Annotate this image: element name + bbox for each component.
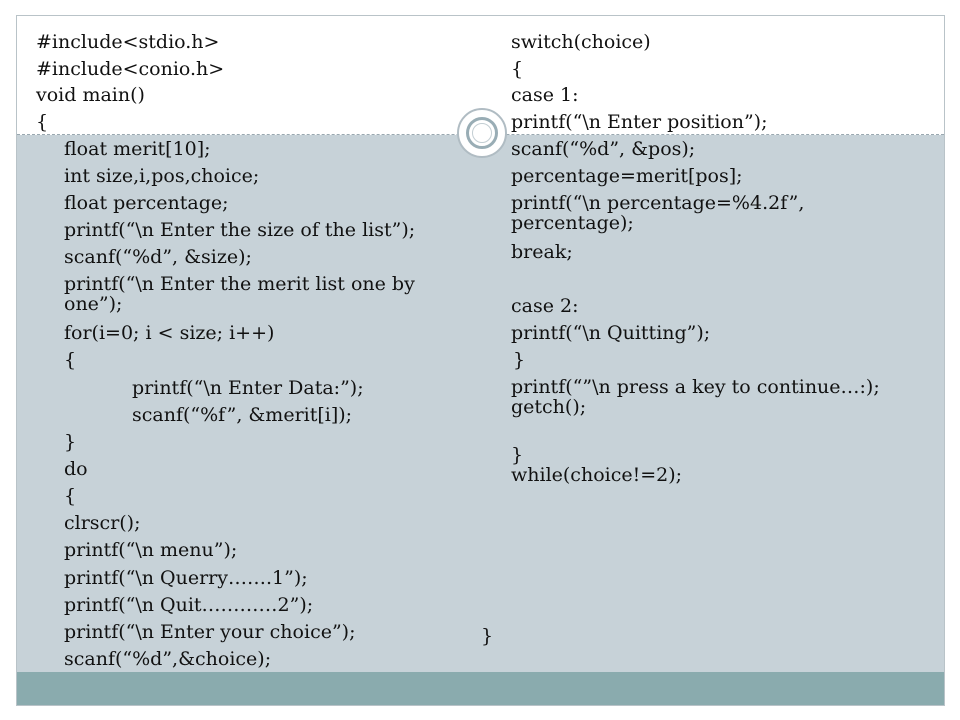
- code-line: do: [64, 458, 88, 480]
- code-line: {: [511, 58, 524, 80]
- code-line: {: [64, 349, 77, 371]
- code-line: int size,i,pos,choice;: [64, 165, 260, 187]
- code-line: printf(“\n Quit…………2”);: [64, 594, 314, 616]
- code-line: break;: [511, 241, 573, 263]
- code-line: scanf(“%f”, &merit[i]);: [132, 404, 353, 426]
- code-line: printf(“\n Querry…….1”);: [64, 567, 308, 589]
- code-line: case 2:: [511, 295, 579, 317]
- code-line: printf(“”\n press a key to continue…:);: [511, 376, 880, 398]
- code-line: }: [481, 625, 494, 647]
- code-line: printf(“\n Enter position”);: [511, 111, 768, 133]
- footer-band: [17, 672, 944, 705]
- code-line: switch(choice): [511, 31, 651, 53]
- circle-emblem-icon: [457, 108, 507, 158]
- code-line: printf(“\n menu”);: [64, 539, 238, 561]
- code-line: }: [513, 349, 526, 371]
- code-line: clrscr();: [64, 512, 141, 534]
- code-line: void main(): [36, 84, 145, 106]
- code-line: scanf(“%d”, &pos);: [511, 138, 696, 160]
- code-line: one”);: [64, 293, 123, 315]
- code-line: percentage=merit[pos];: [511, 165, 743, 187]
- code-line: case 1:: [511, 84, 579, 106]
- code-line: while(choice!=2);: [511, 464, 683, 486]
- code-line: #include<conio.h>: [36, 58, 225, 80]
- code-line: {: [36, 111, 49, 133]
- code-line: getch();: [511, 396, 587, 418]
- code-line: }: [511, 444, 524, 466]
- slide-content-panel: [17, 135, 944, 672]
- code-line: printf(“\n Enter the size of the list”);: [64, 219, 416, 241]
- code-line: printf(“\n percentage=%4.2f”,: [511, 192, 805, 214]
- code-line: percentage);: [511, 212, 634, 234]
- code-line: #include<stdio.h>: [36, 31, 220, 53]
- code-line: {: [64, 485, 77, 507]
- code-line: float merit[10];: [64, 138, 211, 160]
- code-line: scanf(“%d”,&choice);: [64, 648, 272, 670]
- code-line: printf(“\n Enter your choice”);: [64, 621, 356, 643]
- slide: #include<stdio.h> #include<conio.h> void…: [16, 15, 945, 706]
- code-line: printf(“\n Enter the merit list one by: [64, 273, 415, 295]
- code-line: printf(“\n Quitting”);: [511, 322, 711, 344]
- code-line: }: [64, 431, 77, 453]
- code-line: printf(“\n Enter Data:”);: [132, 377, 364, 399]
- code-line: for(i=0; i < size; i++): [64, 322, 275, 344]
- code-line: scanf(“%d”, &size);: [64, 246, 252, 268]
- code-line: float percentage;: [64, 192, 229, 214]
